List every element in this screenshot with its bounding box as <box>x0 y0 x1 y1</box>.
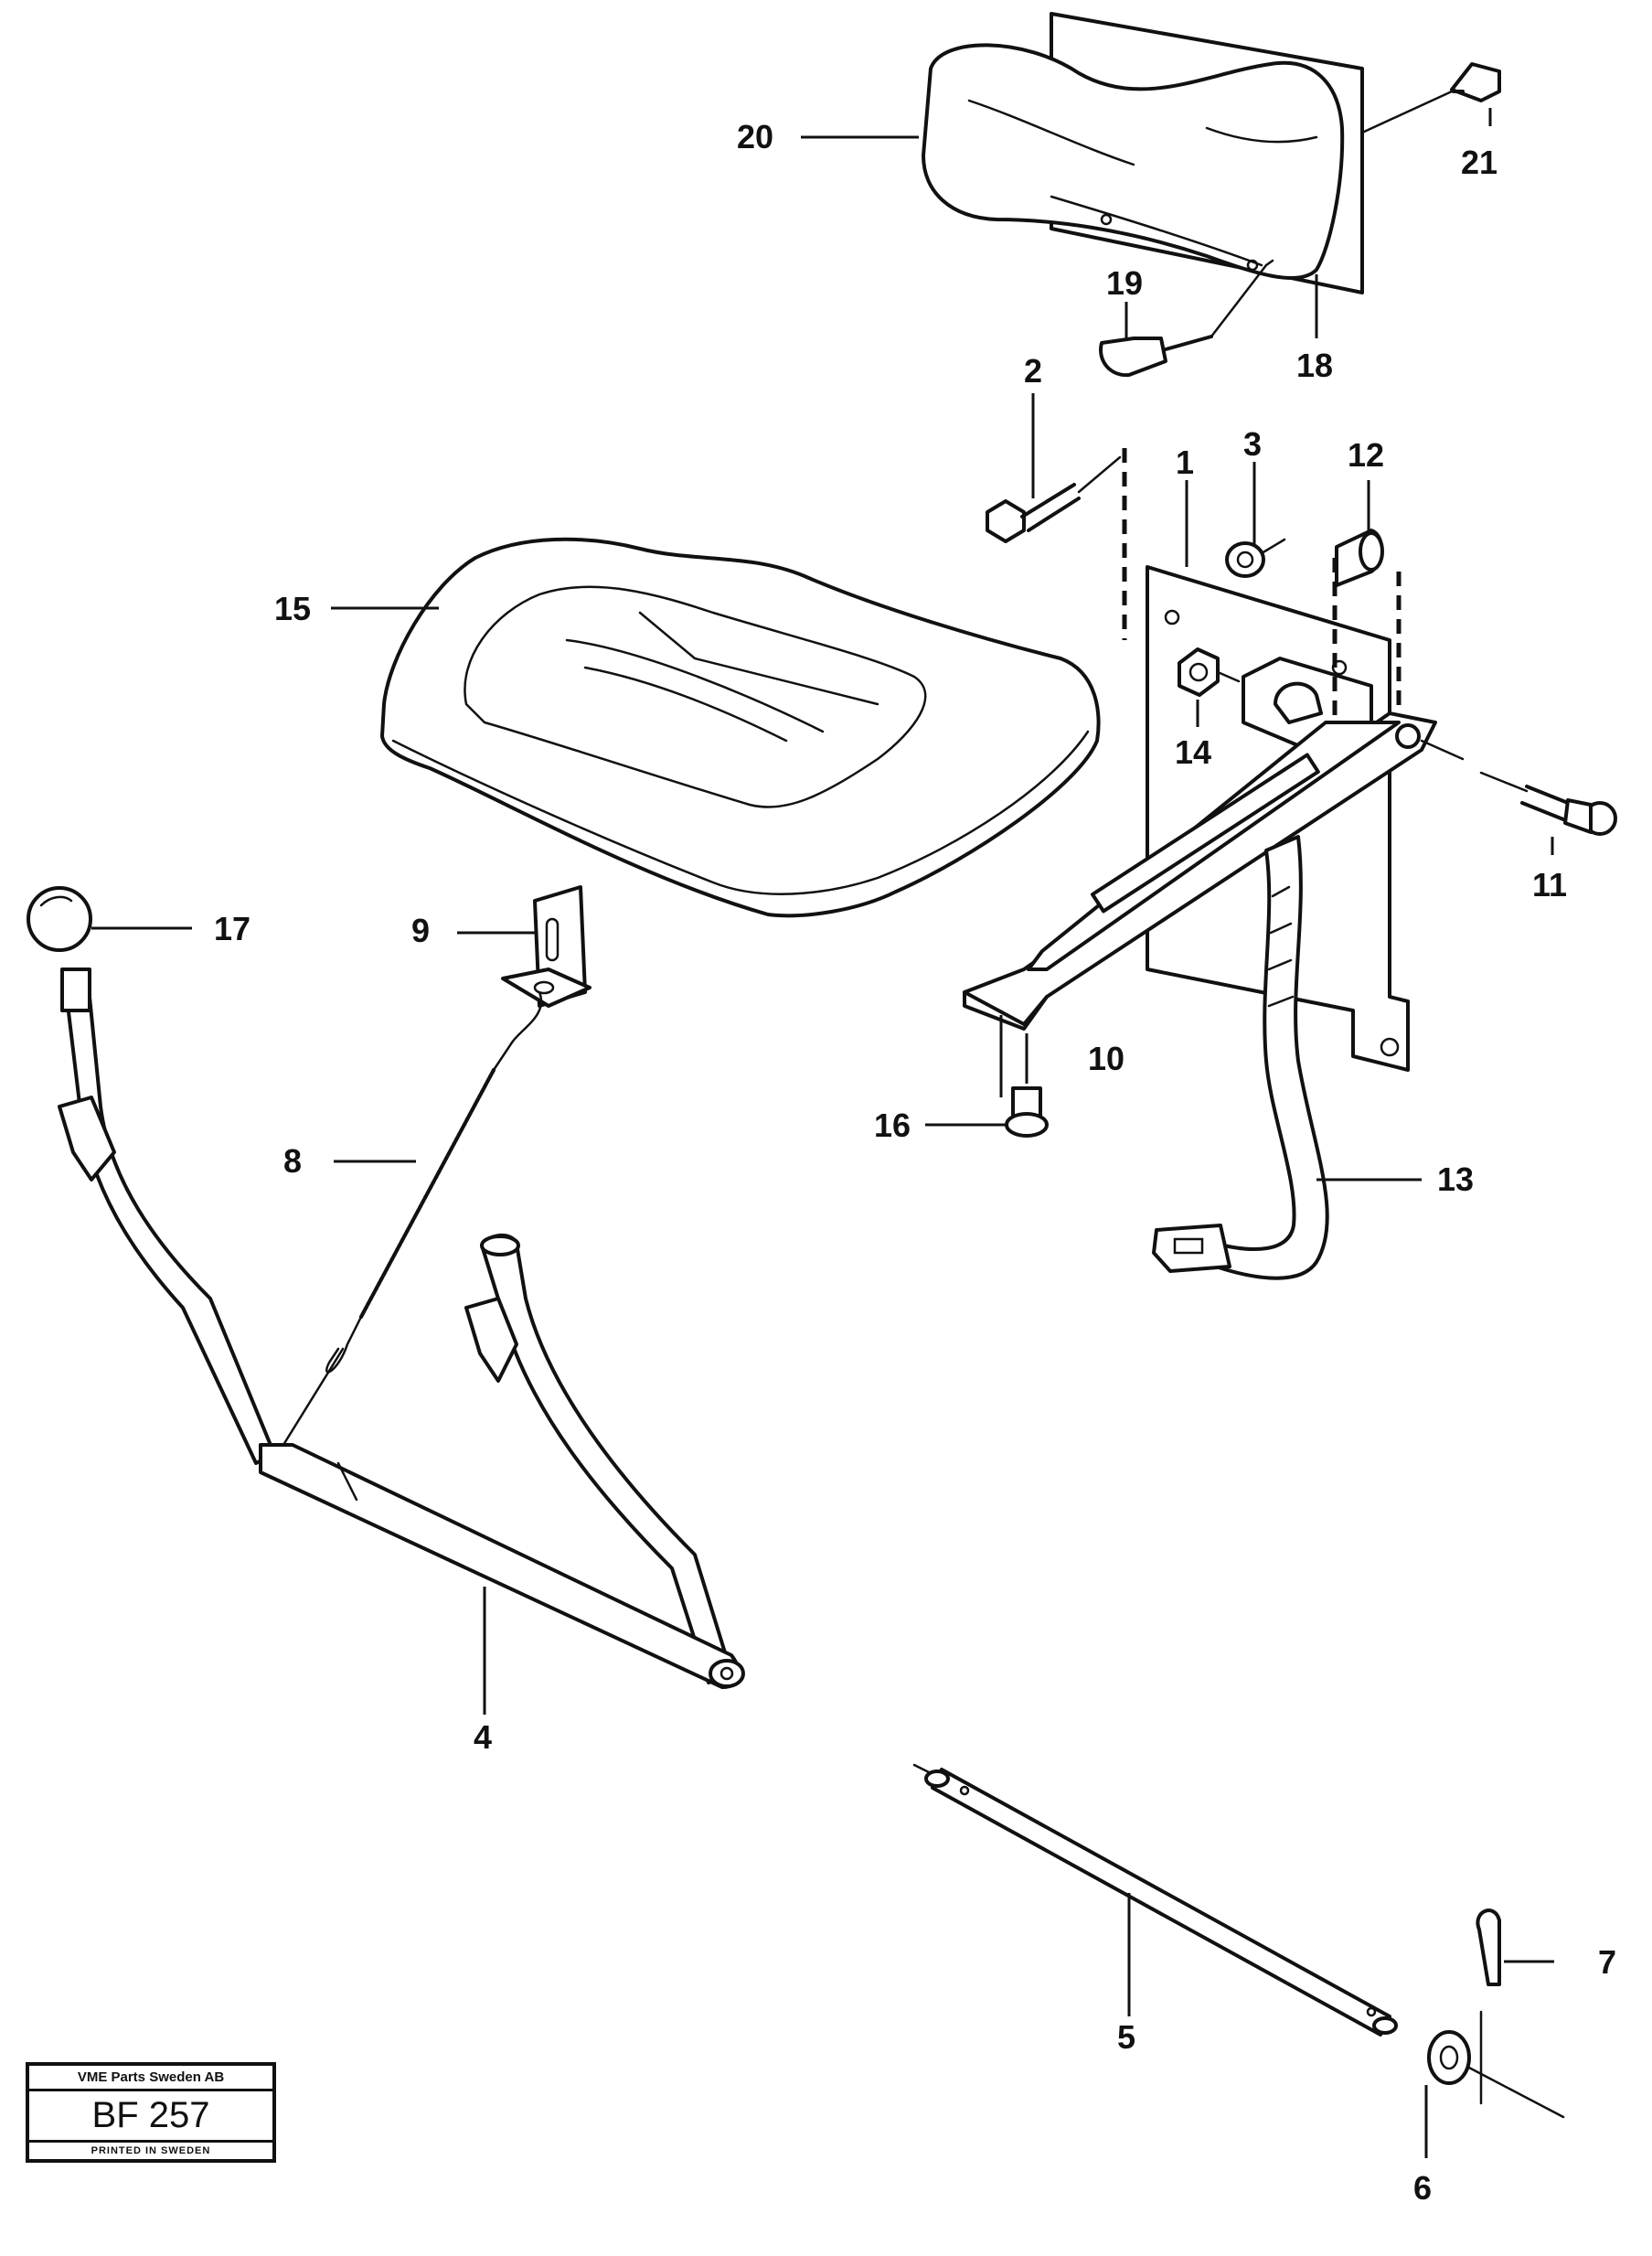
spacer-12 <box>1335 529 1384 587</box>
seat-cushion <box>380 537 1101 918</box>
nut-3 <box>1225 538 1286 578</box>
seat-belt <box>1152 835 1329 1280</box>
callout-18: 18 <box>1296 347 1333 384</box>
screw-21 <box>1360 62 1501 134</box>
callout-2: 2 <box>1024 352 1042 390</box>
screw-16 <box>1005 1033 1049 1138</box>
callout-3: 3 <box>1243 425 1262 463</box>
callout-5: 5 <box>1117 2018 1135 2056</box>
washer-6 <box>1424 2030 1565 2158</box>
callout-4: 4 <box>474 1718 492 1756</box>
callouts: 20 21 19 18 2 1 3 12 15 14 11 17 9 10 16… <box>214 118 1616 2207</box>
callout-12: 12 <box>1348 436 1384 474</box>
callout-13: 13 <box>1437 1160 1474 1198</box>
bolt-11 <box>1479 771 1617 836</box>
callout-6: 6 <box>1413 2169 1432 2207</box>
screw-19 <box>1099 259 1274 378</box>
callout-16: 16 <box>874 1107 911 1144</box>
callout-17: 17 <box>214 910 250 947</box>
stamp-company: VME Parts Sweden AB <box>29 2066 272 2091</box>
callout-11: 11 <box>1532 866 1567 903</box>
spring-8 <box>282 990 543 1447</box>
callout-15: 15 <box>274 590 311 627</box>
cotter-pin-7 <box>1476 1909 1501 2105</box>
slide-rail <box>963 711 1465 1031</box>
callout-14: 14 <box>1175 733 1211 771</box>
bolt-2 <box>986 455 1122 543</box>
callout-19: 19 <box>1106 264 1143 302</box>
callout-8: 8 <box>283 1142 302 1180</box>
callout-20: 20 <box>737 118 773 155</box>
stamp-printed: PRINTED IN SWEDEN <box>91 2145 211 2156</box>
callout-1: 1 <box>1176 444 1194 481</box>
knob-17 <box>27 886 92 952</box>
callout-7: 7 <box>1598 1943 1616 1981</box>
frame-4 <box>58 968 745 1689</box>
callout-9: 9 <box>411 912 430 949</box>
parts-stamp: VME Parts Sweden AB BF 257 PRINTED IN SW… <box>26 2062 276 2163</box>
callout-10: 10 <box>1088 1040 1124 1077</box>
shaft-5 <box>912 1763 1398 2037</box>
nut-14 <box>1178 647 1241 697</box>
stamp-code: BF 257 <box>29 2091 272 2143</box>
leader-lines <box>91 108 1554 2016</box>
callout-21: 21 <box>1461 144 1497 181</box>
backrest-assembly <box>922 12 1364 294</box>
bracket-9 <box>501 885 592 1008</box>
